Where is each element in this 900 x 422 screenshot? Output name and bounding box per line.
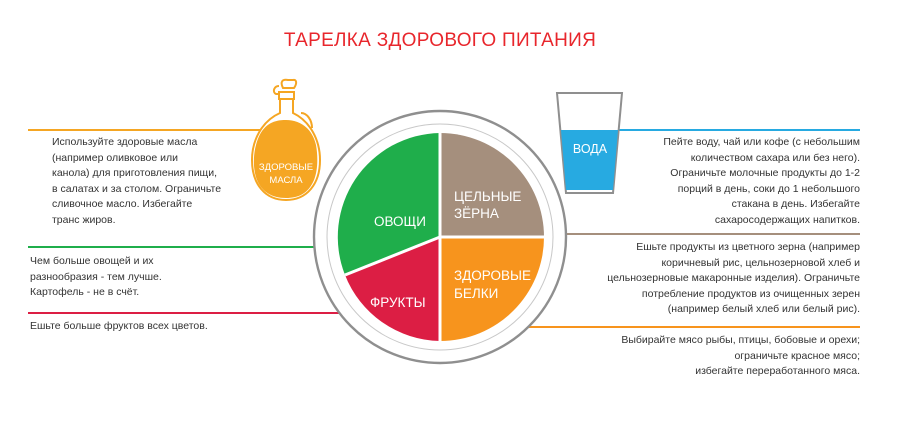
- water-connector-line: [585, 129, 860, 131]
- oil-label-line2: МАСЛА: [269, 175, 303, 186]
- proteins-label-line2: БЕЛКИ: [454, 286, 499, 301]
- vegetables-segment: [337, 133, 440, 275]
- grains-label-line1: ЦЕЛЬНЫЕ: [454, 189, 522, 204]
- oils-note: Используйте здоровые масла (например оли…: [52, 136, 222, 226]
- oils-connector-line: [28, 129, 282, 131]
- fruits-segment: [345, 237, 440, 341]
- grains-note: Ешьте продукты из цветного зерна (наприм…: [607, 241, 860, 315]
- vegetables-label: ОВОЩИ: [374, 214, 426, 229]
- oil-label-line1: ЗДОРОВЫЕ: [258, 162, 314, 173]
- proteins-segment: [440, 237, 544, 341]
- oil-bottle-icon: [250, 78, 322, 202]
- proteins-note: Выбирайте мясо рыбы, птицы, бобовые и ор…: [621, 334, 860, 377]
- proteins-label-line1: ЗДОРОВЫЕ: [454, 268, 531, 283]
- water-glass-icon: [555, 92, 624, 194]
- page-title: ТАРЕЛКА ЗДОРОВОГО ПИТАНИЯ: [283, 30, 597, 51]
- vegetables-connector-line: [28, 246, 336, 248]
- water-label: ВОДА: [572, 142, 608, 156]
- water-note: Пейте воду, чай или кофе (с небольшим ко…: [663, 136, 860, 226]
- vegetables-note: Чем больше овощей и их разнообразия - те…: [30, 255, 162, 298]
- fruits-note: Ешьте больше фруктов всех цветов.: [30, 320, 208, 332]
- grains-connector-line: [545, 233, 860, 235]
- grains-segment: [440, 133, 544, 237]
- proteins-connector-line: [505, 326, 860, 328]
- grains-label-line2: ЗЁРНА: [454, 206, 499, 221]
- fruits-connector-line: [28, 312, 350, 314]
- fruits-label: ФРУКТЫ: [370, 295, 426, 310]
